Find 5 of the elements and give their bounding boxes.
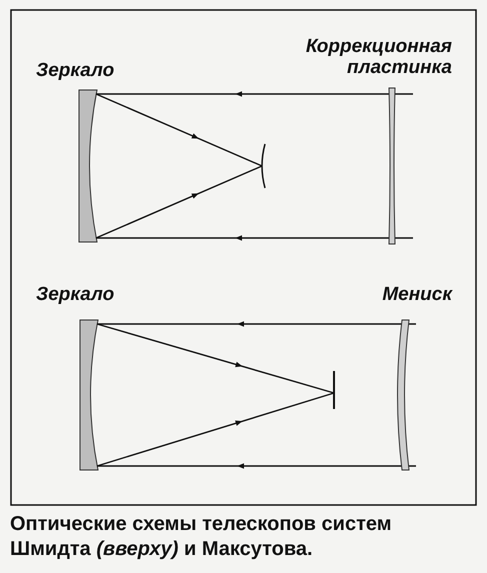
component-label: Зеркало	[36, 284, 114, 305]
component-label: Коррекционная пластинка	[304, 36, 452, 78]
component-label: Мениск	[382, 284, 452, 305]
caption: Оптические схемы телескопов систем Шмидта (вверху) и Максутова.	[10, 512, 393, 562]
component-label: Зеркало	[36, 60, 114, 81]
